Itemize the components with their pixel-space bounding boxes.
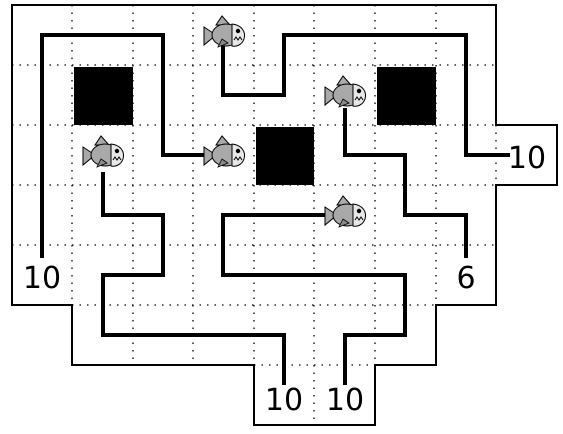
clue-right-top: 10 (508, 141, 546, 176)
black-block (377, 67, 436, 125)
path-bottom-left-clue (101, 172, 286, 385)
clue-right-bottom: 6 (456, 261, 475, 296)
clue-left: 10 (23, 261, 61, 296)
path-left-clue (40, 33, 212, 258)
path-bottom-right-clue (221, 213, 407, 385)
path-right-bottom-clue (343, 108, 468, 258)
black-block (256, 127, 314, 185)
clue-bottom-right: 10 (326, 383, 364, 418)
path-top-right-clue (221, 33, 510, 157)
clue-bottom-left: 10 (265, 383, 303, 418)
black-block (74, 67, 133, 125)
